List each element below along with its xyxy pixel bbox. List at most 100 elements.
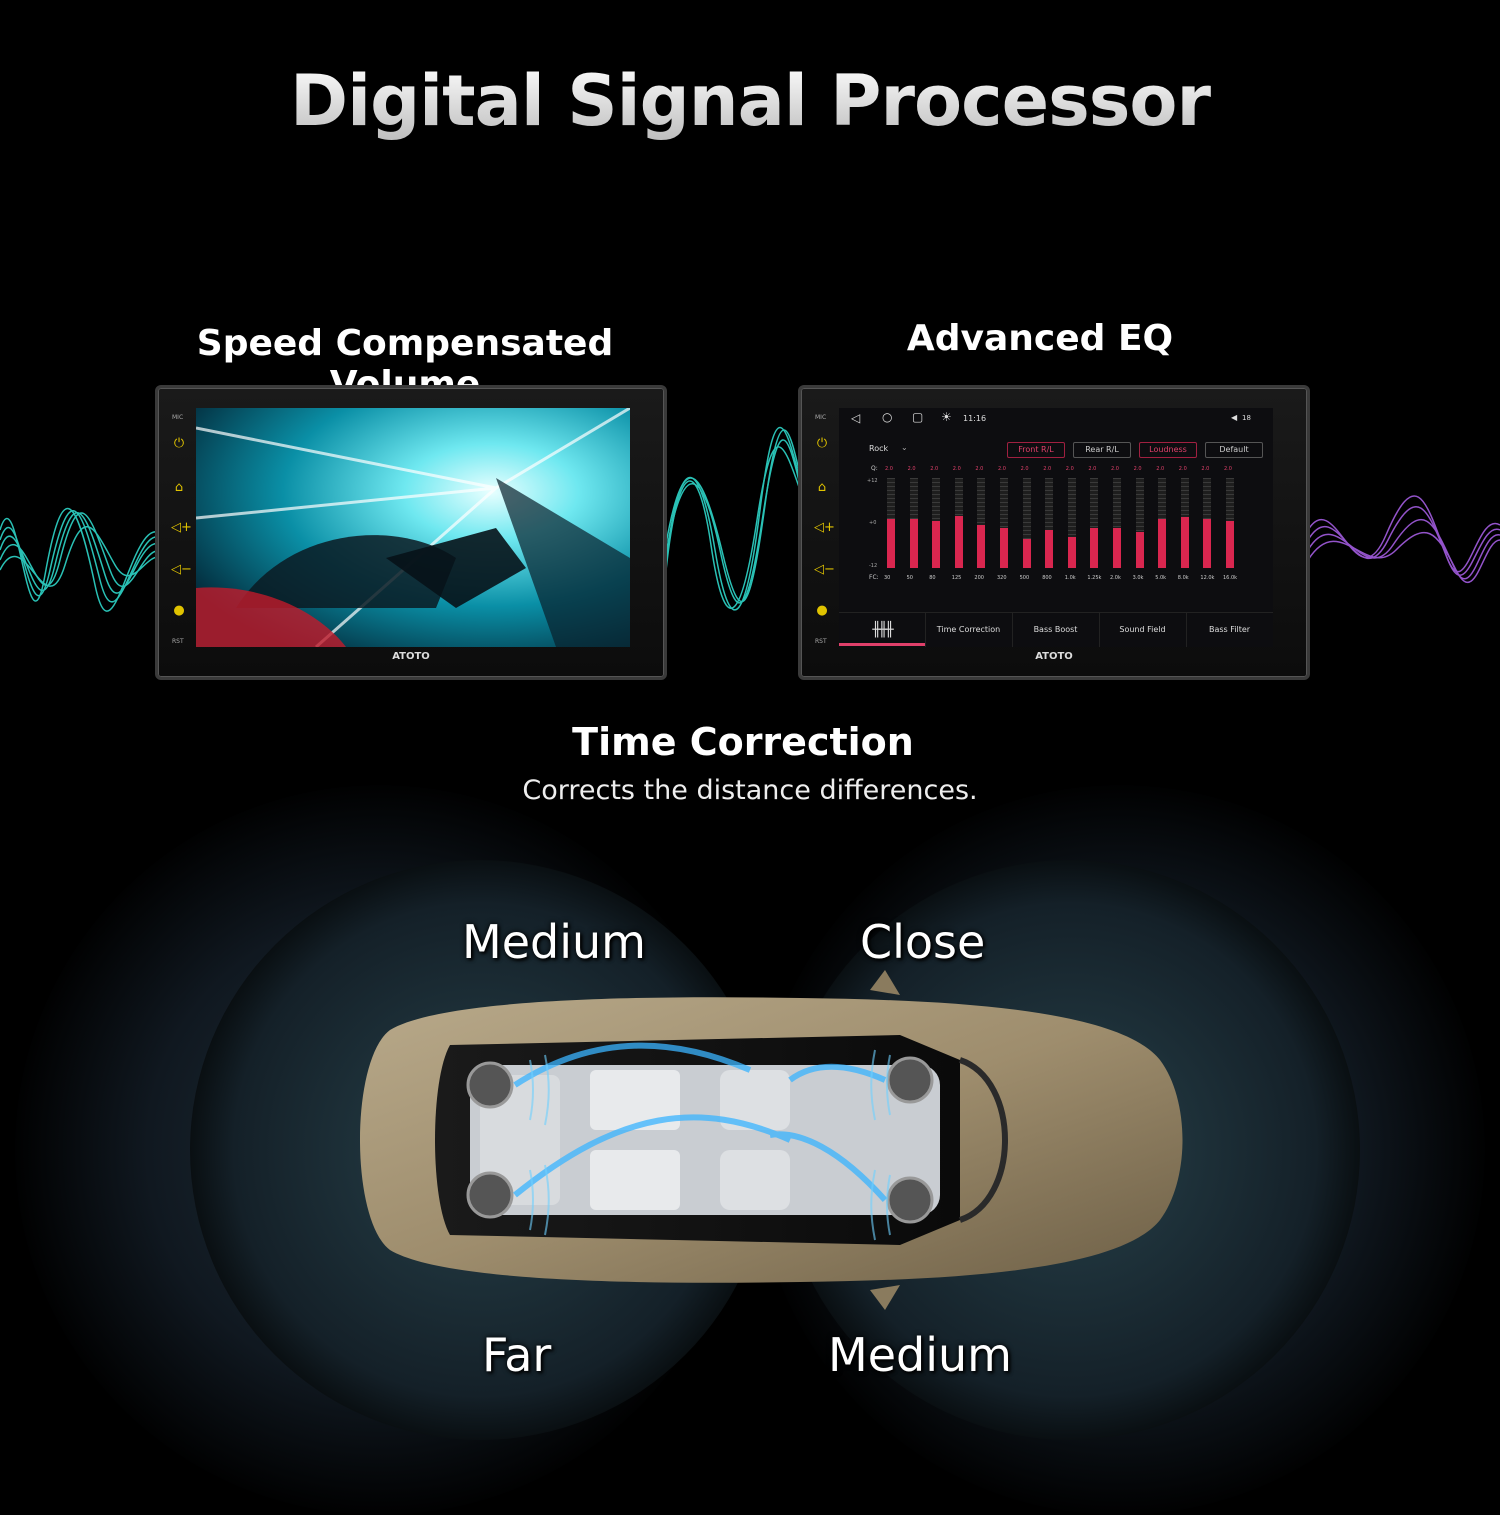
eq-slider[interactable] — [977, 478, 986, 568]
home-icon[interactable]: ⌂ — [817, 480, 827, 495]
tab-bass-boost[interactable]: Bass Boost — [1012, 613, 1100, 647]
eq-q-value: 2.0 — [1043, 466, 1052, 472]
eq-slider-fill — [1045, 530, 1054, 568]
loudness-button[interactable]: Loudness — [1139, 442, 1197, 458]
tunnel-driving-image — [196, 408, 630, 647]
head-unit-right: MIC ⏻ ⌂ ◁+ ◁− ● RST ◁ ○ ▢ ☀ 11:16 ◀ 18 R… — [798, 385, 1310, 680]
eq-frequency-label: 16.0k — [1223, 575, 1238, 581]
eq-frequency-label: 5.0k — [1155, 575, 1167, 581]
preset-select[interactable]: Rock — [869, 444, 889, 453]
eq-slider[interactable] — [1203, 478, 1212, 568]
equalizer-icon: ╫╫╫ — [872, 622, 893, 638]
recent-apps-icon[interactable]: ▢ — [912, 410, 924, 424]
brightness-icon[interactable]: ☀ — [941, 410, 952, 424]
eq-q-value: 2.0 — [1201, 466, 1210, 472]
db-top-label: +12 — [867, 478, 878, 484]
eq-slider[interactable] — [932, 478, 941, 568]
home-nav-icon[interactable]: ○ — [882, 410, 893, 424]
eq-frequency-label: 800 — [1042, 575, 1052, 581]
eq-slider-fill — [1067, 536, 1076, 568]
eq-slider[interactable] — [1045, 478, 1054, 568]
eq-frequency-label: 12.0k — [1200, 575, 1215, 581]
eq-q-value: 2.0 — [1133, 466, 1142, 472]
eq-frequency-label: 3.0k — [1132, 575, 1144, 581]
active-tab-indicator — [839, 643, 925, 646]
car-top-view-illustration — [360, 970, 1183, 1310]
tab-time-correction[interactable]: Time Correction — [925, 613, 1013, 647]
eq-slider[interactable] — [1158, 478, 1167, 568]
eq-frequency-label: 50 — [906, 575, 913, 581]
eq-frequency-label: 200 — [974, 575, 984, 581]
eq-slider-fill — [932, 521, 941, 568]
q-label: Q: — [871, 465, 878, 472]
power-icon[interactable]: ⏻ — [816, 436, 828, 451]
rst-label: RST — [815, 638, 827, 645]
tab-sound-field[interactable]: Sound Field — [1099, 613, 1187, 647]
eq-q-value: 2.0 — [952, 466, 961, 472]
power-icon[interactable]: ⏻ — [173, 436, 185, 451]
rear-right-distance-label: Medium — [828, 1328, 1012, 1382]
tab-equalizer[interactable]: ╫╫╫ — [839, 613, 926, 647]
eq-slider-fill — [909, 518, 918, 568]
mic-label: MIC — [172, 414, 184, 421]
eq-slider-fill — [1022, 539, 1031, 568]
back-icon[interactable]: ◁ — [851, 411, 861, 425]
rear-rl-button[interactable]: Rear R/L — [1073, 442, 1131, 458]
eq-q-value: 2.0 — [998, 466, 1006, 472]
eq-slider[interactable] — [954, 478, 963, 568]
eq-q-value: 2.0 — [1065, 466, 1074, 472]
video-screen — [196, 408, 630, 647]
front-right-distance-label: Close — [860, 915, 986, 969]
speaker-icon — [466, 1171, 514, 1219]
home-icon[interactable]: ⌂ — [174, 480, 184, 495]
eq-slider-fill — [1113, 527, 1121, 568]
eq-slider[interactable] — [1000, 478, 1008, 568]
status-number: 18 — [1242, 414, 1251, 422]
eq-q-value: 2.0 — [1224, 466, 1232, 472]
tc-subtitle: Corrects the distance differences. — [522, 775, 978, 806]
tab-divider — [839, 612, 1273, 613]
eq-slider-fill — [1226, 521, 1234, 568]
eq-slider-fill — [1135, 532, 1144, 568]
eq-title: Advanced EQ — [906, 318, 1174, 359]
eq-slider[interactable] — [1067, 478, 1076, 568]
eq-q-value: 2.0 — [975, 466, 984, 472]
scv-title: Speed Compensated Volume — [196, 323, 614, 405]
eq-slider-fill — [977, 524, 986, 568]
speaker-icon — [886, 1176, 934, 1224]
volume-up-icon[interactable]: ◁+ — [171, 520, 192, 535]
eq-slider-fill — [1000, 527, 1008, 568]
eq-slider[interactable] — [909, 478, 918, 568]
brand-logo: ATOTO — [1035, 651, 1073, 662]
eq-frequency-label: 1.25k — [1087, 575, 1102, 581]
chevron-down-icon[interactable]: ⌄ — [901, 443, 908, 452]
eq-q-value: 2.0 — [907, 466, 916, 472]
brand-logo: ATOTO — [392, 651, 430, 662]
volume-down-icon[interactable]: ◁− — [171, 562, 192, 577]
eq-slider[interactable] — [1226, 478, 1234, 568]
eq-frequency-label: 125 — [951, 575, 962, 581]
volume-down-icon[interactable]: ◁− — [814, 562, 835, 577]
volume-up-icon[interactable]: ◁+ — [814, 520, 835, 535]
eq-q-value: 2.0 — [1111, 466, 1119, 472]
tc-title: Time Correction — [572, 720, 914, 764]
rear-left-distance-label: Far — [482, 1328, 552, 1382]
eq-slider[interactable] — [1090, 478, 1099, 568]
eq-slider[interactable] — [1022, 478, 1031, 568]
eq-frequency-label: 80 — [929, 575, 936, 581]
head-unit-left: MIC ⏻ ⌂ ◁+ ◁− ● RST — [155, 385, 667, 680]
mic-icon[interactable]: ● — [816, 603, 828, 618]
eq-slider[interactable] — [1113, 478, 1121, 568]
db-bot-label: -12 — [869, 563, 878, 569]
eq-slider[interactable] — [887, 478, 895, 568]
fc-label: FC: — [869, 574, 879, 581]
eq-slider[interactable] — [1135, 478, 1144, 568]
tab-bass-filter[interactable]: Bass Filter — [1208, 625, 1251, 634]
mic-icon[interactable]: ● — [173, 603, 185, 618]
default-button[interactable]: Default — [1205, 442, 1263, 458]
eq-slider-fill — [1090, 528, 1099, 568]
eq-slider[interactable] — [1180, 478, 1189, 568]
eq-q-value: 2.0 — [885, 466, 893, 472]
front-rl-button[interactable]: Front R/L — [1007, 442, 1065, 458]
eq-frequency-label: 1.0k — [1064, 575, 1076, 581]
